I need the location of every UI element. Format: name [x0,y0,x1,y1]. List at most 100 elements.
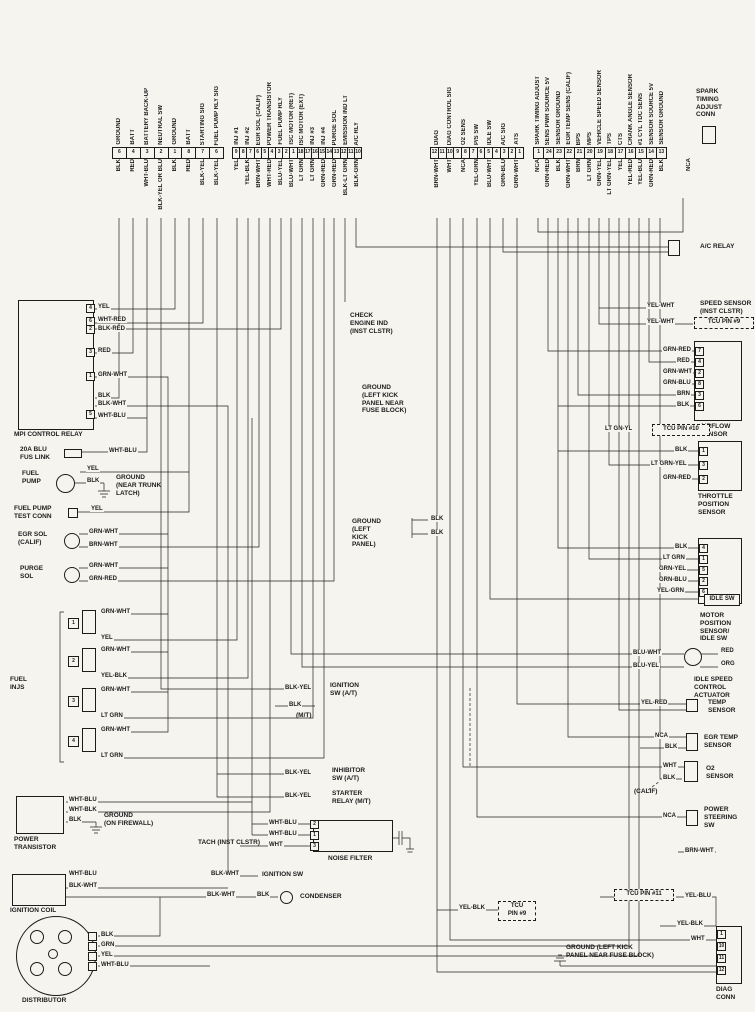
wire-label: GRN [100,942,116,948]
wire-color-label: YEL-BLU [638,159,645,185]
wire-color-label: LT GRN-YEL [607,159,614,195]
wire-label: GRN-WHT [100,609,131,615]
ecu-signal-label: O2 SENS [460,118,467,145]
wire-label: WHT [662,763,678,769]
ecu-pin-number: 8 [181,148,195,158]
wire-label: GRN-RED [662,347,692,353]
tps-label: THROTTLE POSITION SENSOR [698,493,733,516]
ecu-pin-number: 18 [604,148,615,158]
wire-label: WHT-BLU [268,820,298,826]
ecu-signal-label: SENSOR GROUND [555,91,562,145]
ecu-signal-label: GROUND [116,118,122,145]
isc-actuator-label: IDLE SPEED CONTROL ACTUATOR [694,676,733,699]
ecu-signal-label: GROUND [172,118,178,145]
wire-label: YEL [90,506,104,512]
distributor-center [48,949,58,959]
fuel-injs-label: FUEL INJS [10,676,27,691]
wire-color-label: BLU-YEL [277,159,284,185]
wire-label-text: NCA [686,158,692,171]
fuel-pump-test-conn-label: FUEL PUMP TEST CONN [14,505,52,520]
ecu-pin-number: 6 [253,148,261,158]
wire-label: ORG [720,661,736,667]
firewall-ground-note: GROUND (ON FIREWALL) [104,812,154,827]
ecu-pin-number: 17 [303,148,311,158]
ecu-signal-label: BATT [130,129,136,145]
wire-color-label: BRN-WHT [433,159,440,188]
idle-sw-box: IDLE SW [704,594,740,606]
ecu-pin-number: 6 [209,148,223,158]
tps-pin: 3 [699,461,708,470]
wire-label: BLK [430,530,445,536]
ecu-pin-number: 10 [353,148,361,158]
wire-label: GRN-WHT [88,563,119,569]
injector-number: 4 [68,736,79,747]
wire-label: BLU-YEL [632,663,660,669]
wire-label: BLK [100,932,115,938]
ecu-pin-number: 3 [139,148,154,158]
wire-color-label: BLK-LT GRN [342,159,349,196]
wire-label: YEL-BLK [458,905,486,911]
ecu-pin-number: 11 [437,148,446,158]
wire-color-label: YEL [234,159,241,171]
wire-label: GRN-WHT [100,727,131,733]
motor-pin: 1 [699,555,708,564]
ecu-pin-number: 1 [289,148,296,158]
ecu-signal-label: CRANK ANGLE SENSOR [627,73,634,145]
wire-label: LT GRN [662,555,686,561]
ecu-pin-number: 8 [239,148,246,158]
wire-color-label: LT GRN [586,159,593,181]
ecu-signal-label: TPS [607,133,614,145]
motor-position-label: MOTOR POSITION SENSOR/ IDLE SW [700,612,732,643]
relay-pin: 5 [86,410,95,419]
distributor-terminal [30,962,44,976]
wire-color-label: GRN-RED [331,159,338,187]
wire-color-label: BRN-WHT [256,159,263,188]
mpi-control-relay-label: MPI CONTROL RELAY [14,431,83,438]
ecu-signal-label: POWER TRANSISTOR [266,81,273,145]
wire-color-label: YEL-GRN [473,159,480,186]
wire-label: BLK-YEL [284,685,312,691]
airflow-pin: 7 [695,347,704,356]
ecu-signal-label: ISC MOTOR (RET) [288,93,295,145]
condenser-symbol [280,891,293,904]
power-transistor-label: POWER TRANSISTOR [14,836,57,851]
injector-number: 3 [68,696,79,707]
ecu-pin-number: 4 [125,148,140,158]
ecu-signal-label: FUEL PUMP RLY SIG [214,85,220,145]
power-transistor-box [16,796,64,834]
ecu-signal-label: SENSOR GROUND [658,91,665,145]
wire-label: YEL-BLK [676,921,704,927]
injector-symbol [82,728,96,752]
airflow-pin: 8 [695,380,704,389]
ecu-signal-label: INJ #3 [310,127,317,145]
o2-sensor-label: O2 SENSOR [706,765,734,780]
ecu-signal-label: A/C SIG [500,122,507,145]
ecu-signal-label: BATTERY BACK-UP [144,88,150,145]
ecu-pin-number: 1 [537,149,540,155]
wire-color-label: BLK-YEL [200,159,206,185]
ecu-pin-number: 7 [246,148,253,158]
ecu-signal-label: BATT [186,129,192,145]
wire-label: YEL-RED [640,700,669,706]
fuel-pump-ground-note: GROUND (NEAR TRUNK LATCH) [116,474,162,497]
spark-timing-adjust-conn-label: SPARK TIMING ADJUST CONN [696,88,723,119]
wire-label: WHT [268,842,284,848]
wire-color-label: LT GRN [310,159,317,181]
ecu-pin-number: 14 [645,148,656,158]
wire-color-label: BLK-YEL [214,159,220,185]
relay-pin: 3 [86,348,95,357]
distributor-pin [88,932,97,941]
wire-label: BRN [676,391,691,397]
wire-label: BLK [256,892,271,898]
ecu-pin-number: 5 [484,148,492,158]
wire-color-label: GRN-BLU [500,159,507,187]
ecu-pin-number: 2 [153,148,168,158]
wire-color-label: GRN-WHT [566,159,573,188]
wire-color-label: GRN-RED [648,159,655,187]
wire-label: BRN-WHT [684,848,715,854]
ecu-signal-label: DIAG [433,130,440,145]
ecu-pin-number: 4 [492,148,500,158]
diag-conn-label: DIAG CONN [716,986,736,1001]
